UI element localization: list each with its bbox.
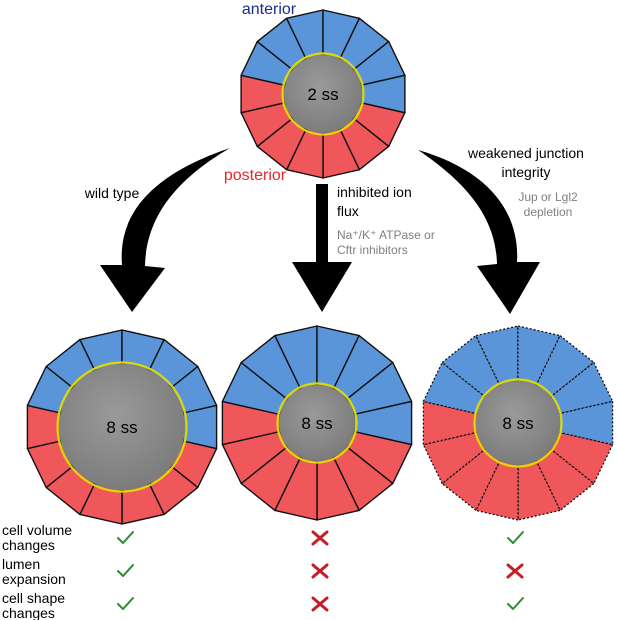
outcome-label: expansion xyxy=(2,571,66,587)
condition-weakened-junction: weakened junction integrity Jup or Lgl2 … xyxy=(467,145,584,219)
condition-note: Cftr inhibitors xyxy=(337,243,408,257)
anterior-cell xyxy=(182,404,218,450)
cross-icon xyxy=(311,530,329,546)
lumen xyxy=(284,55,362,133)
condition-inhibited-ion-flux: inhibited ion flux Na⁺/K⁺ ATPase or Cftr… xyxy=(337,184,435,257)
anterior-label: anterior xyxy=(242,1,297,18)
lumen-boundary xyxy=(276,382,358,464)
anterior-cell xyxy=(475,325,519,386)
outcome-row-cell-shape: cell shape changes xyxy=(2,590,65,620)
lumen xyxy=(279,385,355,461)
outcome-label: changes xyxy=(2,537,55,553)
outcome-row-lumen-expansion: lumen expansion xyxy=(2,556,66,587)
rosette-8ss-inhibited-ion-flux: 8 ss xyxy=(221,325,413,521)
outcome-marks xyxy=(117,530,524,612)
rosette-2ss: 2 ss xyxy=(240,9,406,179)
check-icon xyxy=(117,531,134,544)
check-icon xyxy=(507,531,524,544)
check-icon xyxy=(117,564,134,577)
cross-icon xyxy=(311,563,329,579)
outcome-row-cell-volume: cell volume changes xyxy=(2,522,72,553)
posterior-cell xyxy=(441,448,501,512)
outcome-label: cell shape xyxy=(2,590,65,606)
check-icon xyxy=(507,597,524,610)
condition-note: Na⁺/K⁺ ATPase or xyxy=(337,228,435,242)
posterior-cell xyxy=(535,448,595,512)
lumen xyxy=(476,381,560,465)
lumen-boundary xyxy=(281,52,365,136)
posterior-cell xyxy=(422,400,478,446)
lumen xyxy=(59,364,185,490)
posterior-cell xyxy=(550,431,614,485)
rosette-8ss-weakened-junction: 8 ss xyxy=(422,325,614,521)
stage-label: 8 ss xyxy=(301,414,332,433)
posterior-cell xyxy=(422,431,486,485)
condition-title: integrity xyxy=(501,164,550,180)
condition-title: wild type xyxy=(84,185,140,201)
stage-label: 8 ss xyxy=(502,414,533,433)
stage-label: 2 ss xyxy=(307,85,338,104)
anterior-cell xyxy=(422,361,486,415)
arrow-junction xyxy=(418,150,540,314)
cross-icon xyxy=(311,596,329,612)
anterior-cell xyxy=(550,361,614,415)
rosette-8ss-wild-type: 8 ss xyxy=(26,329,218,525)
cross-icon xyxy=(506,563,524,579)
outcome-label: lumen xyxy=(2,556,40,572)
lumen-boundary xyxy=(473,378,563,468)
check-icon xyxy=(117,597,134,610)
anterior-cell xyxy=(535,334,595,398)
condition-title: flux xyxy=(337,203,359,219)
stage-label: 8 ss xyxy=(106,418,137,437)
posterior-label: posterior xyxy=(224,167,287,184)
outcome-label: cell volume xyxy=(2,522,72,538)
lumen-boundary xyxy=(56,361,188,493)
condition-title: weakened junction xyxy=(467,145,584,161)
condition-title: inhibited ion xyxy=(337,184,412,200)
arrow-wild-type xyxy=(100,148,230,312)
condition-note: depletion xyxy=(524,205,573,219)
arrow-ion-flux xyxy=(292,184,352,312)
condition-wild-type: wild type xyxy=(84,185,140,201)
anterior-cell xyxy=(517,325,561,386)
posterior-cell xyxy=(475,460,519,521)
condition-note: Jup or Lgl2 xyxy=(518,190,578,204)
outcome-label: changes xyxy=(2,605,55,620)
posterior-cell xyxy=(517,460,561,521)
anterior-cell xyxy=(441,334,501,398)
anterior-cell xyxy=(558,400,614,446)
